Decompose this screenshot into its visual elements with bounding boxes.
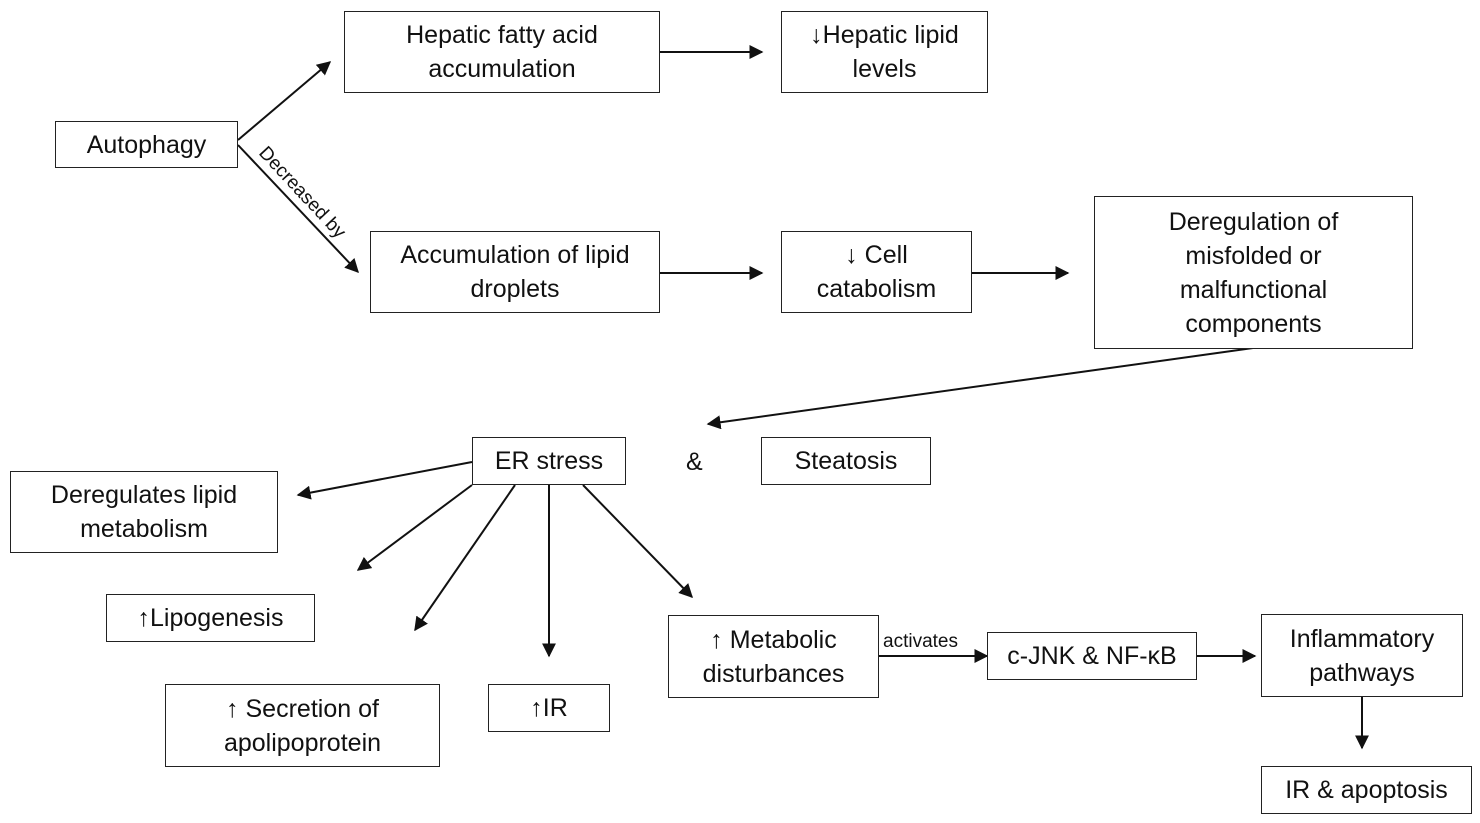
arrow-deregulation-to-er-stress — [706, 347, 1254, 430]
node-steatosis: Steatosis — [761, 437, 931, 485]
arrow-er-to-metabolic — [582, 484, 693, 599]
node-metabolic-disturbances: ↑ Metabolic disturbances — [668, 615, 879, 698]
node-autophagy: Autophagy — [55, 121, 238, 168]
and-symbol: & — [686, 448, 703, 476]
arrow-autophagy-to-fatty-acid — [237, 61, 332, 141]
node-ir-apoptosis: IR & apoptosis — [1261, 766, 1472, 814]
node-er-stress: ER stress — [472, 437, 626, 485]
node-cjnk-nfkb: c-JNK & NF-κB — [987, 632, 1197, 680]
arrow-er-to-secretion — [414, 484, 516, 632]
node-inflammatory-pathways: Inflammatory pathways — [1261, 614, 1463, 697]
arrow-er-to-lipogenesis — [356, 484, 473, 571]
arrow-er-to-deregulates-lipid — [296, 461, 473, 500]
node-accumulation-lipid-droplets: Accumulation of lipid droplets — [370, 231, 660, 313]
node-deregulates-lipid-metabolism: Deregulates lipid metabolism — [10, 471, 278, 553]
node-secretion-apolipoprotein: ↑ Secretion of apolipoprotein — [165, 684, 440, 767]
arrow-autophagy-to-lipid-droplets — [237, 144, 359, 274]
node-hepatic-lipid-levels: ↓Hepatic lipid levels — [781, 11, 988, 93]
node-deregulation-misfolded: Deregulation of misfolded or malfunction… — [1094, 196, 1413, 349]
node-ir: ↑IR — [488, 684, 610, 732]
node-hepatic-fatty-acid-accumulation: Hepatic fatty acid accumulation — [344, 11, 660, 93]
node-lipogenesis: ↑Lipogenesis — [106, 594, 315, 642]
edge-label-activates: activates — [883, 631, 958, 652]
node-cell-catabolism: ↓ Cell catabolism — [781, 231, 972, 313]
